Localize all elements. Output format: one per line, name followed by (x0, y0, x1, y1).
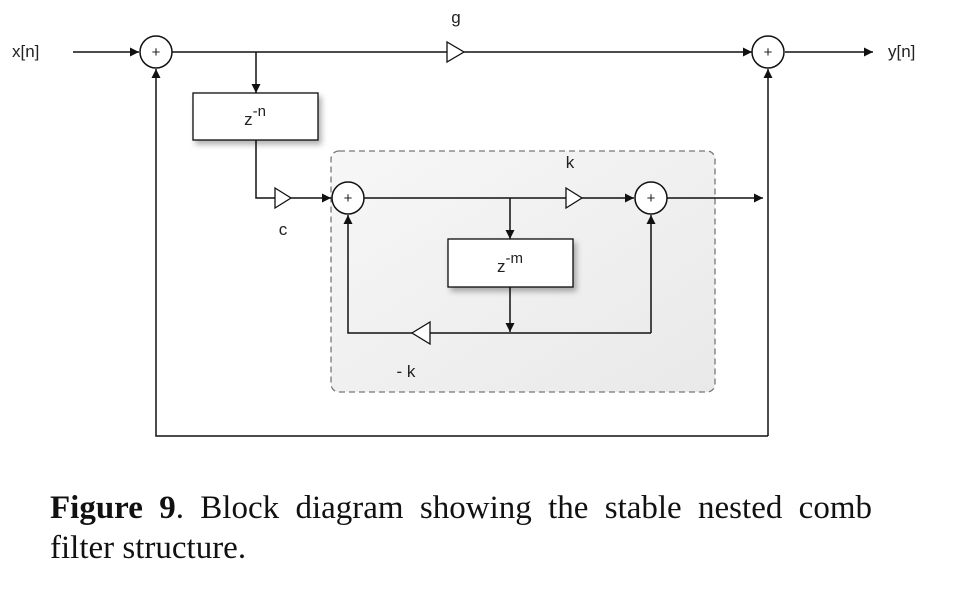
figure-label: Figure 9 (50, 490, 176, 526)
gain-g-amplifier (446, 40, 466, 64)
output-label: y[n] (888, 42, 915, 61)
gain-k-label: k (566, 153, 575, 172)
svg-text:z-n: z-n (244, 103, 266, 129)
output-summing-junction: + (751, 35, 785, 69)
svg-text:+: + (647, 190, 656, 207)
input-summing-junction: + (139, 35, 173, 69)
gain-neg-k-label: - k (397, 362, 416, 381)
outer-delay-to-c-wire (255, 140, 275, 199)
outer-feedback-wire (151, 69, 768, 437)
figure-caption: Figure 9. Block diagram showing the stab… (50, 488, 872, 568)
svg-text:z-m: z-m (497, 250, 523, 276)
inner-delay-block: z-m (447, 238, 574, 288)
inner-feedback-left-wire (343, 215, 412, 334)
gain-neg-k-amplifier (410, 320, 431, 346)
nested-comb-filter-diagram: x[n] y[n] + + + + g c (12, 8, 915, 437)
svg-text:+: + (344, 190, 353, 207)
inner-input-summing-junction: + (331, 181, 365, 215)
input-label: x[n] (12, 42, 39, 61)
svg-text:+: + (152, 44, 161, 61)
inner-output-summing-junction: + (634, 181, 668, 215)
figure-caption-text: . Block diagram showing the stable neste… (50, 490, 872, 566)
gain-k-amplifier (565, 186, 584, 210)
gain-g-label: g (451, 8, 460, 27)
gain-c-amplifier (274, 186, 293, 210)
gain-c-label: c (279, 220, 288, 239)
svg-text:+: + (764, 44, 773, 61)
outer-delay-block: z-n (192, 92, 319, 141)
